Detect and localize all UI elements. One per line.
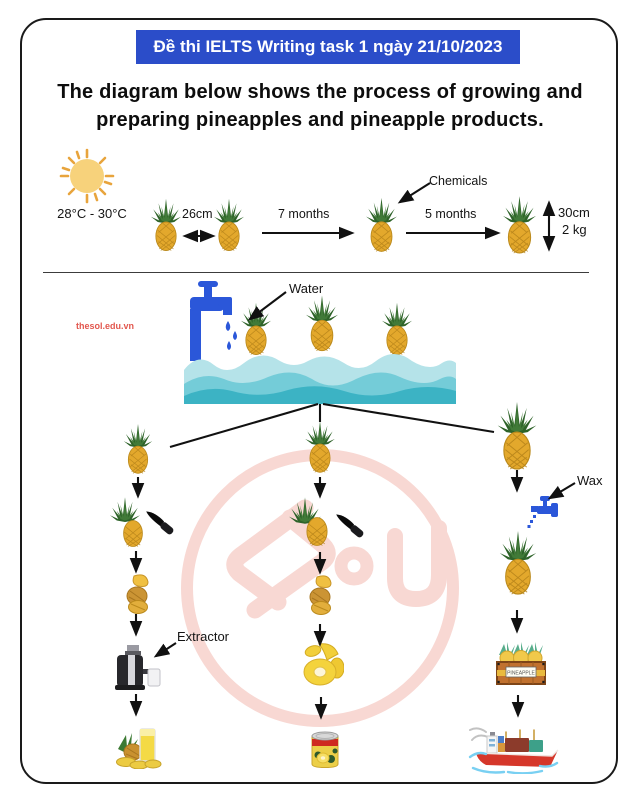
title-line-1: The diagram below shows the process of g…	[57, 81, 583, 103]
water-pool	[184, 354, 456, 404]
harvested-pineapple	[497, 402, 537, 470]
waxed-pineapple	[499, 531, 537, 595]
water-faucet-icon	[190, 281, 237, 361]
weight-label: 2 kg	[562, 222, 587, 237]
harvested-pineapple	[302, 421, 338, 473]
pineapple-juice-icon	[116, 728, 162, 769]
knife-icon	[142, 502, 178, 544]
diagram-title: The diagram below shows the process of g…	[28, 78, 612, 134]
cargo-ship-icon	[468, 727, 559, 774]
pineapple-plant	[214, 197, 244, 253]
pineapple-plant	[503, 196, 536, 254]
canned-pineapple-icon	[311, 731, 339, 769]
pineapple-rings-icon	[303, 643, 344, 686]
pineapple-plant	[366, 197, 397, 253]
extractor-label: Extractor	[177, 629, 230, 644]
peel-spiral-icon	[126, 574, 149, 614]
sun-icon	[59, 148, 115, 204]
spacing-label: 26cm	[182, 207, 213, 221]
pineapple-crate-icon: PINEAPPLE	[496, 642, 546, 685]
wax-label: Wax	[577, 473, 603, 488]
water-label: Water	[289, 281, 324, 296]
harvested-pineapple	[122, 424, 154, 474]
height-label: 30cm	[558, 205, 590, 220]
wax-faucet-icon	[527, 496, 558, 528]
title-line-2: preparing pineapples and pineapple produ…	[96, 109, 544, 131]
ripening-duration-label: 5 months	[425, 207, 477, 221]
chemicals-label: Chemicals	[429, 174, 488, 188]
svg-text:PINEAPPLE: PINEAPPLE	[507, 671, 535, 677]
peeled-pineapple-icon	[303, 516, 331, 547]
growth-duration-label: 7 months	[278, 207, 330, 221]
watermark-url: thesol.edu.vn	[76, 321, 135, 331]
exam-header-badge: Đề thi IELTS Writing task 1 ngày 21/10/2…	[136, 30, 520, 64]
temperature-label: 28°C - 30°C	[57, 206, 127, 221]
knife-icon	[332, 505, 368, 547]
pineapple-plant	[151, 197, 181, 253]
peel-spiral-icon	[309, 575, 332, 615]
extractor-icon	[115, 645, 161, 690]
section-divider	[43, 272, 589, 273]
diagram-frame	[20, 18, 618, 784]
